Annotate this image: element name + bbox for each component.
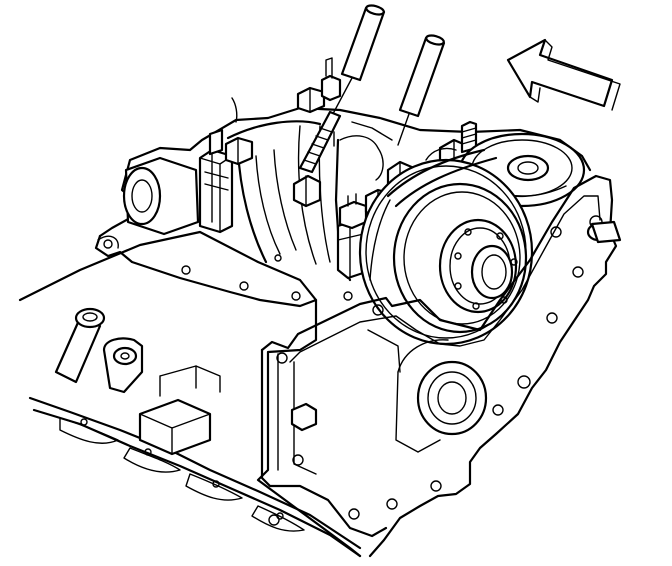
bolt-icon	[296, 86, 326, 114]
bolt-icon	[292, 110, 342, 208]
front-cover	[260, 174, 622, 558]
bolt-icon	[224, 136, 254, 166]
bolt-icon	[198, 128, 234, 234]
direction-arrow-icon	[506, 38, 621, 111]
detail-lines	[231, 97, 457, 181]
pulley-icon	[358, 148, 534, 346]
bolt-icon	[320, 57, 342, 102]
cylinder-head	[18, 230, 362, 558]
tool-pin-icon	[397, 34, 446, 146]
engine-block	[94, 106, 592, 308]
